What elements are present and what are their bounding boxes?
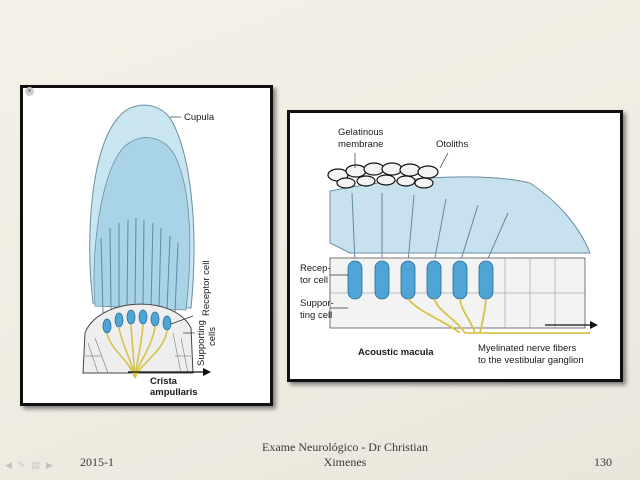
hair-bundles-macula bbox=[351, 192, 509, 264]
flow-arrowhead bbox=[203, 368, 211, 376]
supporting-label-line2: ting cell bbox=[300, 310, 332, 321]
gelatinous-label-line2: membrane bbox=[338, 139, 383, 150]
crista-label-line1: Crista bbox=[150, 376, 178, 387]
supporting-cells-label-line1: Supporting bbox=[196, 320, 207, 366]
prev-icon[interactable]: ◀ bbox=[5, 460, 12, 470]
acoustic-macula-diagram: Gelatinous membrane Otoliths Recep- tor … bbox=[300, 127, 598, 366]
crista-ampullaris-figure: Cupula Receptor cell Supporting cells Cr… bbox=[20, 85, 273, 406]
cupula-label: Cupula bbox=[184, 112, 215, 123]
hair-bundles bbox=[100, 217, 179, 314]
footer-page-number: 130 bbox=[594, 455, 612, 469]
supporting-cells-label-line2: cells bbox=[207, 327, 218, 346]
close-icon[interactable]: × bbox=[25, 87, 34, 96]
receptor-leader bbox=[170, 315, 194, 325]
nerve-fibers bbox=[106, 324, 168, 379]
receptor-cells bbox=[102, 309, 172, 334]
fibers-label-line1: Myelinated nerve fibers bbox=[478, 343, 576, 354]
slide-nav-icons[interactable]: ◀ ✎ ▤ ▶ bbox=[5, 460, 53, 471]
myelinated-fibers bbox=[407, 298, 590, 334]
epithelium-texture bbox=[85, 332, 191, 374]
otoliths-leader bbox=[439, 152, 449, 169]
receptor-label-line1: Recep- bbox=[300, 263, 331, 274]
acoustic-macula-label: Acoustic macula bbox=[358, 347, 434, 358]
otoliths-label: Otoliths bbox=[436, 139, 468, 150]
gelatinous-label-line1: Gelatinous bbox=[338, 127, 384, 138]
crista-label-line2: ampullaris bbox=[150, 387, 198, 398]
pen-icon[interactable]: ✎ bbox=[17, 460, 26, 470]
gelatinous-membrane bbox=[329, 176, 591, 254]
cupula-inner bbox=[93, 137, 191, 311]
receptor-cell-label: Receptor cell bbox=[201, 261, 212, 316]
acoustic-macula-figure: Gelatinous membrane Otoliths Recep- tor … bbox=[287, 110, 623, 382]
fibers-label-line2: to the vestibular ganglion bbox=[478, 355, 584, 366]
otoliths bbox=[327, 162, 439, 189]
receptor-label-line2: tor cell bbox=[300, 275, 328, 286]
footer-date: 2015-1 bbox=[80, 455, 114, 469]
supporting-label-line1: Suppor- bbox=[300, 298, 334, 309]
receptor-cells-macula bbox=[347, 260, 494, 300]
macula-arrowhead bbox=[590, 321, 598, 329]
crista-ampullaris-diagram: Cupula Receptor cell Supporting cells Cr… bbox=[82, 104, 218, 398]
next-icon[interactable]: ▶ bbox=[45, 460, 53, 470]
menu-icon[interactable]: ▤ bbox=[31, 460, 40, 470]
footer-title: Exame Neurológico - Dr Christian Ximenes bbox=[262, 440, 428, 469]
